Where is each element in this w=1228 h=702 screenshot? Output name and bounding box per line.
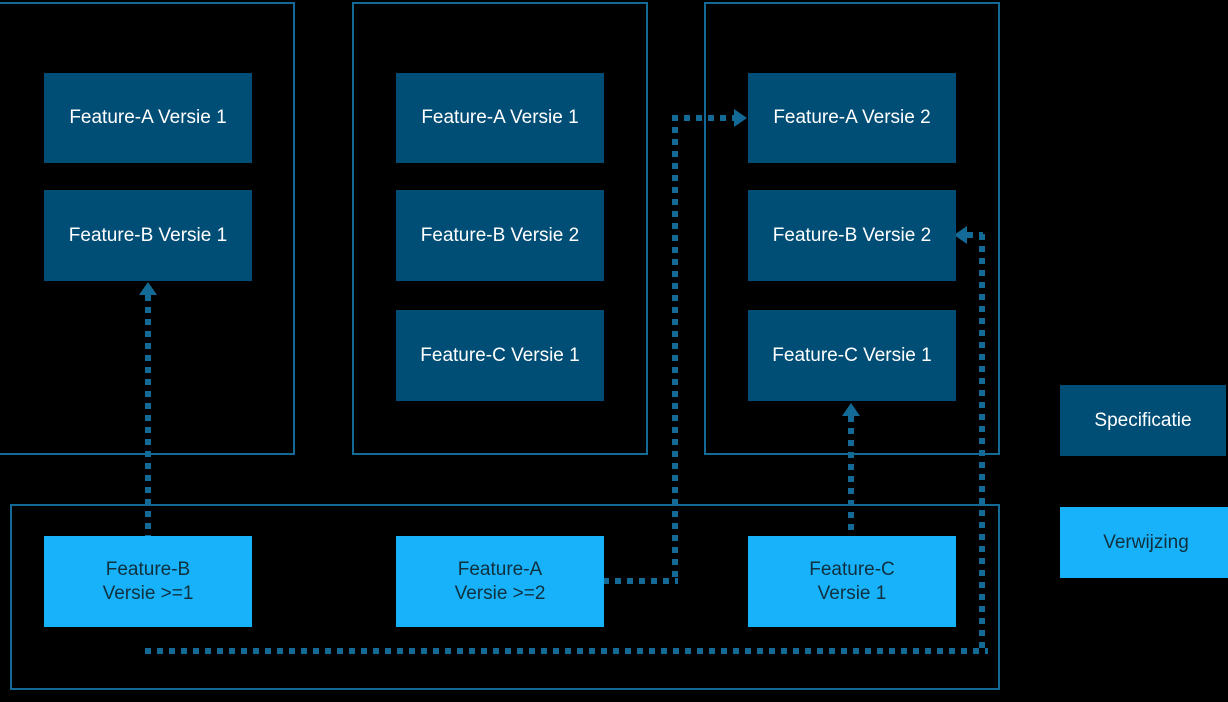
- node-right-feature-b-v2[interactable]: Feature-B Versie 2: [748, 190, 956, 281]
- node-right-feature-a-v2[interactable]: Feature-A Versie 2: [748, 73, 956, 163]
- node-mid-feature-b-v2[interactable]: Feature-B Versie 2: [396, 190, 604, 281]
- arrowhead-refa-to-righta: [734, 109, 747, 127]
- connector-refb-to-rightb-vertical: [979, 234, 985, 650]
- connector-refa-segment-vertical: [672, 115, 678, 581]
- node-ref-feature-b-min-v1[interactable]: Feature-B Versie >=1: [44, 536, 252, 627]
- node-mid-feature-c-v1[interactable]: Feature-C Versie 1: [396, 310, 604, 401]
- arrowhead-refb-to-leftb: [139, 282, 157, 295]
- node-left-feature-b-v1[interactable]: Feature-B Versie 1: [44, 190, 252, 281]
- node-ref-feature-a-min-v2[interactable]: Feature-A Versie >=2: [396, 536, 604, 627]
- connector-refa-segment-bottom: [603, 578, 678, 584]
- connector-refc-to-rightc: [848, 416, 854, 544]
- legend-item-specificatie: Specificatie: [1060, 385, 1226, 456]
- container-middle: [352, 2, 648, 455]
- connector-refb-to-rightb-bottom: [145, 648, 988, 654]
- arrowhead-refc-to-rightc: [842, 403, 860, 416]
- connector-refb-to-rightb-top: [967, 232, 983, 238]
- legend-item-verwijzing: Verwijzing: [1060, 507, 1228, 578]
- container-bottom: [10, 504, 1000, 690]
- node-right-feature-c-v1[interactable]: Feature-C Versie 1: [748, 310, 956, 401]
- node-mid-feature-a-v1[interactable]: Feature-A Versie 1: [396, 73, 604, 163]
- node-left-feature-a-v1[interactable]: Feature-A Versie 1: [44, 73, 252, 163]
- node-ref-feature-c-v1[interactable]: Feature-C Versie 1: [748, 536, 956, 627]
- connector-refb-to-leftb: [145, 295, 151, 543]
- arrowhead-refb-to-rightb: [954, 226, 967, 244]
- connector-refa-segment-top: [672, 115, 734, 121]
